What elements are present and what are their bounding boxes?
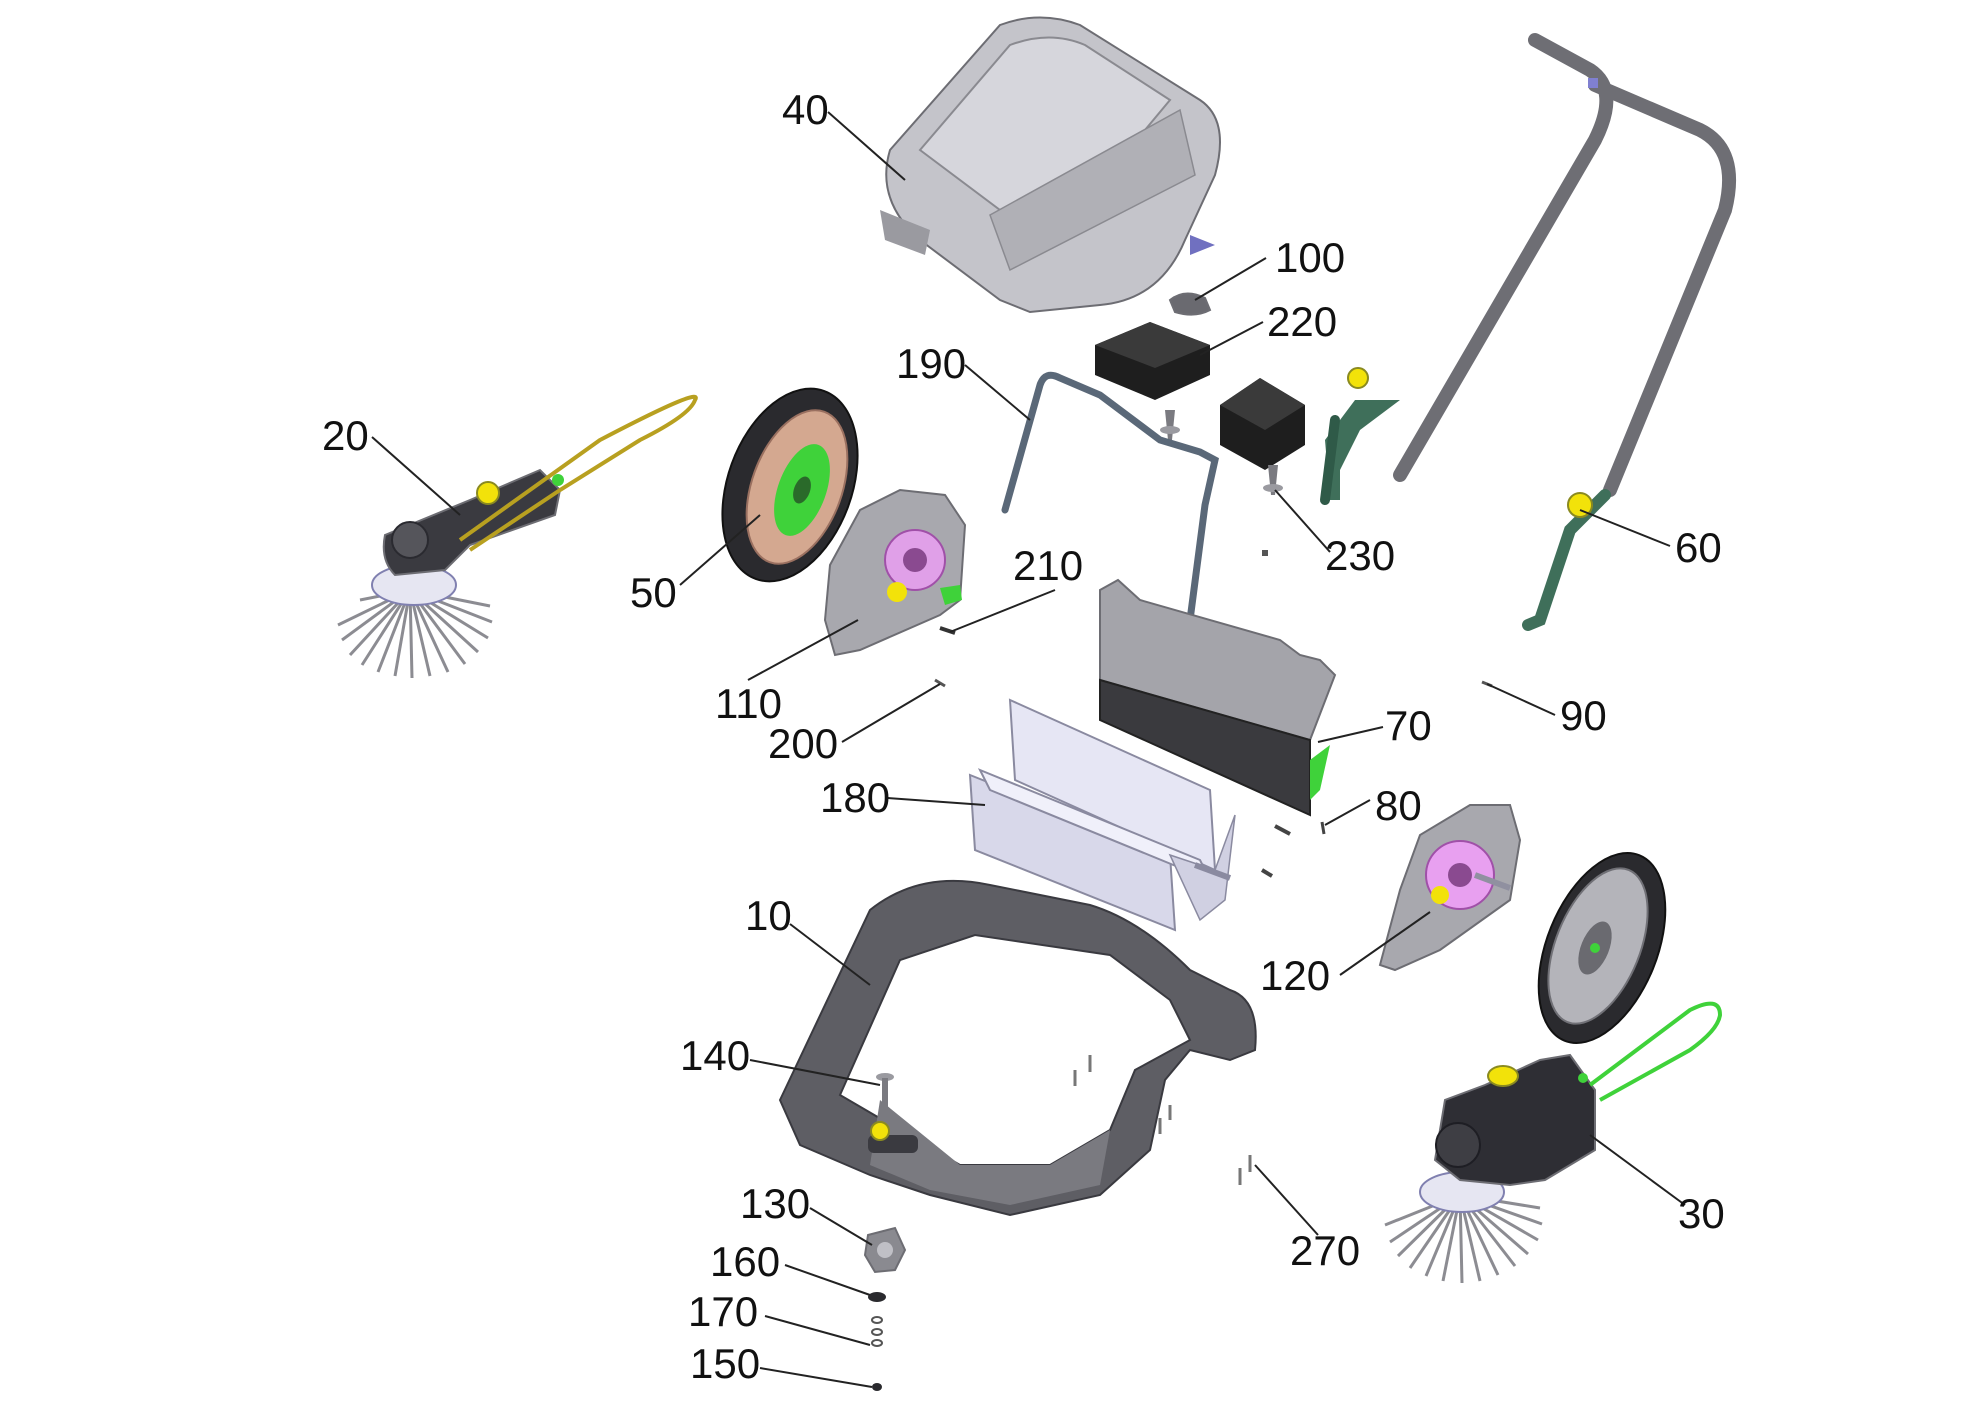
part-130-castor	[863, 1226, 907, 1274]
part-70-scraper-strip	[1099, 578, 1337, 817]
part-140-bolt	[876, 1073, 894, 1110]
part-20-left-side-brush	[337, 394, 698, 679]
callout-10: 10	[745, 892, 792, 939]
callout-220: 220	[1267, 298, 1337, 345]
callout-120: 120	[1260, 952, 1330, 999]
callout-100: 100	[1275, 234, 1345, 281]
callout-60: 60	[1675, 524, 1722, 571]
callout-20: 20	[322, 412, 369, 459]
part-220-foam-pads	[1095, 322, 1305, 470]
part-40-hopper-cover	[880, 16, 1221, 314]
callout-200: 200	[768, 720, 838, 767]
part-30-right-side-brush	[1384, 1001, 1723, 1284]
part-60-push-handle	[1320, 33, 1737, 631]
part-170-washers	[871, 1316, 883, 1347]
part-160-washer	[868, 1292, 886, 1302]
callout-110: 110	[715, 680, 782, 727]
part-100-clip	[1168, 292, 1212, 316]
callout-210: 210	[1013, 542, 1083, 589]
callout-50: 50	[630, 569, 677, 616]
callout-190: 190	[896, 340, 966, 387]
callout-labels: 40 100 220 190 20 230 60 210 50 110 90 2…	[322, 86, 1725, 1387]
part-230-pins	[1160, 410, 1283, 556]
part-180-roller-brush	[968, 698, 1236, 932]
right-wheel	[1537, 852, 1667, 1044]
callout-170: 170	[688, 1288, 758, 1335]
part-200-screw	[934, 678, 946, 688]
part-210-screw	[939, 626, 956, 635]
part-150-nut	[872, 1383, 882, 1391]
part-50-left-wheel	[721, 387, 859, 583]
callout-230: 230	[1325, 532, 1395, 579]
callout-270: 270	[1290, 1227, 1360, 1274]
callout-130: 130	[740, 1180, 810, 1227]
callout-140: 140	[680, 1032, 750, 1079]
callout-90: 90	[1560, 692, 1607, 739]
callout-30: 30	[1678, 1190, 1725, 1237]
part-120-right-side-panel	[1378, 804, 1522, 972]
part-270-screws	[1073, 1055, 1252, 1185]
callout-150: 150	[690, 1340, 760, 1387]
callout-80: 80	[1375, 782, 1422, 829]
callout-40: 40	[782, 86, 829, 133]
callout-180: 180	[820, 774, 890, 821]
callout-70: 70	[1385, 702, 1432, 749]
part-190-wire-frame	[1001, 371, 1219, 624]
part-10-base-frame	[778, 879, 1257, 1217]
callout-160: 160	[710, 1238, 780, 1285]
part-80-screws	[1260, 821, 1326, 878]
part-110-left-side-panel	[823, 488, 967, 657]
leader-lines	[371, 111, 1686, 1388]
